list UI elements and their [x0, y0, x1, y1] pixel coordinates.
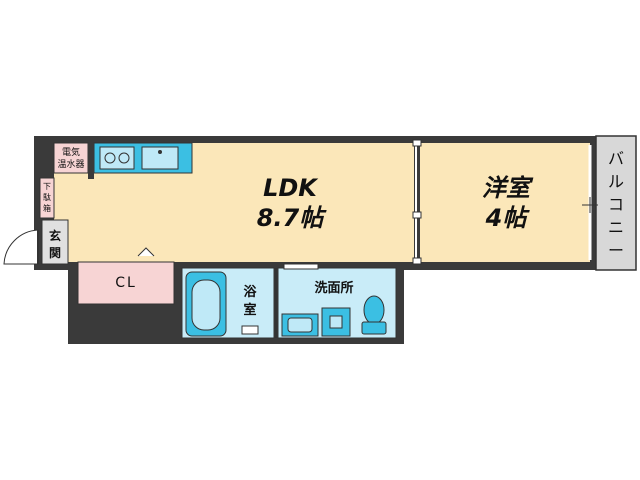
western-room-size: 4帖 [485, 204, 531, 232]
stove [99, 146, 135, 170]
water-heater-label-1: 電気 [62, 146, 80, 158]
water-heater [53, 142, 89, 174]
western-room-floor [420, 143, 590, 262]
bath-label-bottom: 室 [243, 302, 256, 318]
water-heater-label-2: 温水器 [57, 158, 84, 170]
washing-machine-drain [329, 315, 343, 329]
bath-label-top: 浴 [243, 284, 257, 300]
balcony-char-2: ル [608, 172, 624, 191]
ldk-size: 8.7帖 [257, 204, 328, 232]
entrance-label-top: 玄 [49, 228, 61, 243]
door-mark-3 [412, 257, 422, 265]
balcony-char-1: バ [608, 149, 624, 168]
shoe-box-char-3: 箱 [43, 203, 51, 213]
shoe-box-char-2: 駄 [43, 192, 51, 202]
door-mark-1 [412, 139, 422, 147]
closet [77, 261, 175, 305]
faucet-icon [158, 150, 162, 154]
entrance-label-bottom: 関 [49, 246, 61, 260]
balcony [595, 135, 637, 271]
closet-door-mark [137, 247, 155, 257]
balcony-char-4: ニ [608, 218, 624, 237]
wash-basin-bowl [287, 317, 313, 333]
balcony-char-3: コ [608, 195, 624, 214]
counter-end [88, 143, 94, 179]
western-room-name: 洋室 [482, 174, 534, 202]
bath-drain [241, 325, 259, 335]
toilet-bowl [363, 295, 385, 325]
burner-left-icon [104, 152, 116, 164]
bathtub-inner [191, 279, 221, 331]
front-door-swing [3, 229, 39, 265]
shoe-box-char-1: 下 [43, 182, 51, 191]
entrance [41, 219, 69, 265]
ldk-name: LDK [263, 174, 319, 202]
door-mark-2 [412, 211, 422, 219]
burner-right-icon [118, 152, 130, 164]
balcony-char-5: ー [608, 241, 624, 260]
washroom-door [283, 263, 319, 270]
closet-label: CL [115, 275, 137, 291]
shoe-box [39, 177, 55, 219]
kitchen-sink [141, 146, 179, 170]
washroom-label: 洗面所 [314, 280, 353, 296]
toilet-tank [361, 321, 387, 335]
